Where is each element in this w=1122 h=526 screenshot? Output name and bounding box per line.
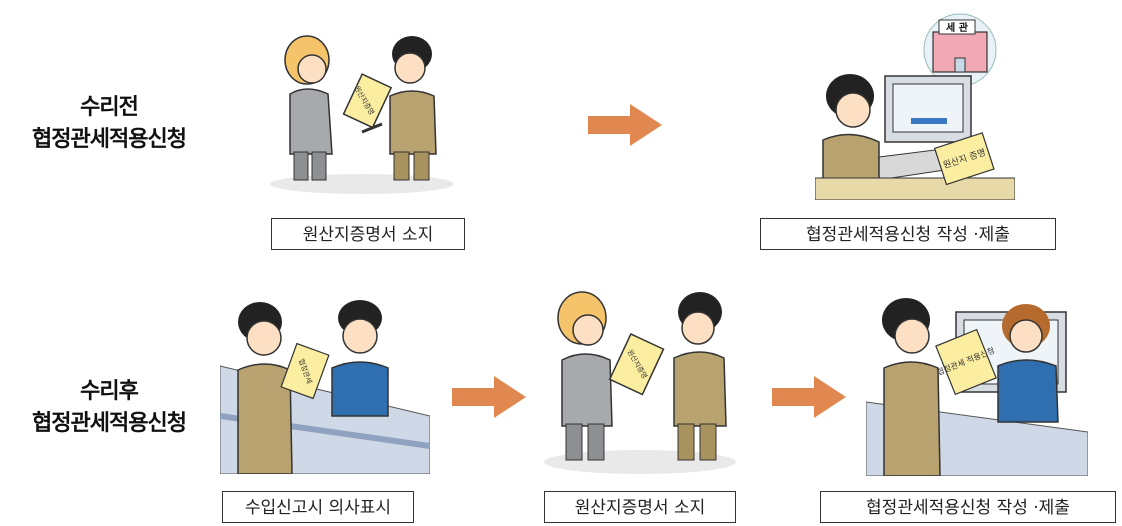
row2-label: 수리후 협정관세적용신청 [14, 376, 204, 440]
row1-label-line1: 수리전 [80, 95, 139, 120]
row2-step3-illustration: 협정관세 적용신청 [866, 292, 1088, 476]
row1-step2-illustration: 세 관 원산지 증명 [815, 10, 1015, 200]
row2-step1-illustration: 협정관세 [220, 296, 430, 474]
row1-label-line2: 협정관세적용신청 [32, 127, 187, 152]
customs-sign-text: 세 관 [946, 21, 969, 34]
arrow-right-icon [772, 376, 846, 418]
row2-step3-caption: 협정관세적용신청 작성 ·제출 [820, 491, 1116, 523]
arrow-right-icon [452, 376, 526, 418]
row1-step1-illustration: 원산지증명 [262, 24, 462, 196]
row2-step2-illustration: 원산지증명 [540, 286, 740, 476]
row2-step1-caption: 수입신고시 의사표시 [222, 491, 414, 523]
row2-step2-caption: 원산지증명서 소지 [544, 491, 736, 523]
row2-label-line1: 수리후 [80, 379, 139, 404]
row2-label-line2: 협정관세적용신청 [32, 411, 187, 436]
row1-step2-caption: 협정관세적용신청 작성 ·제출 [760, 218, 1056, 250]
arrow-right-icon [588, 104, 662, 146]
row1-label: 수리전 협정관세적용신청 [14, 92, 204, 156]
row1-step1-caption: 원산지증명서 소지 [271, 218, 465, 250]
